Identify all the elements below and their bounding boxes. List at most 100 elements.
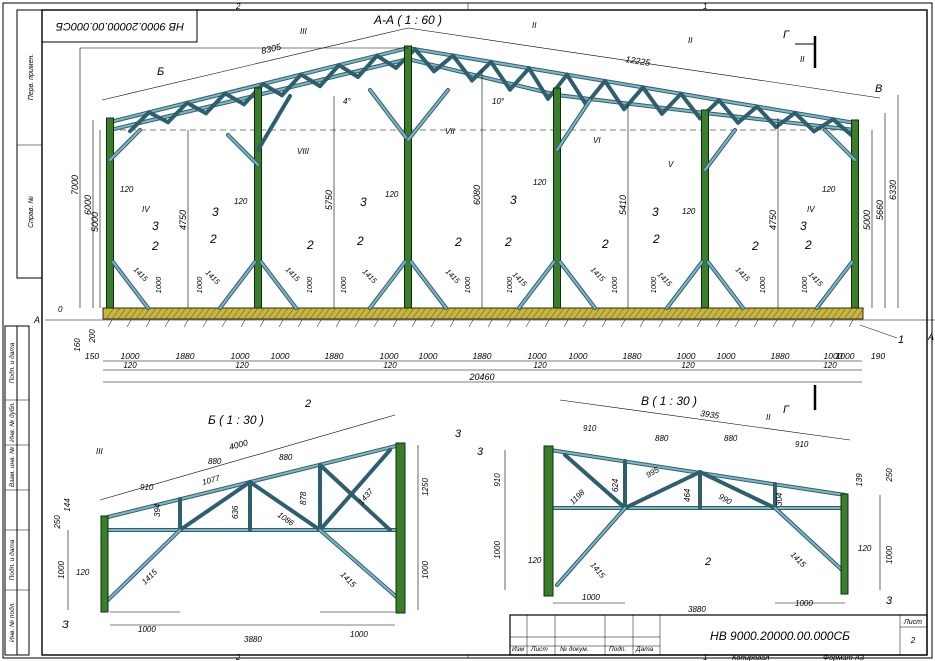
ground-tick (677, 319, 683, 328)
hatch-line (723, 307, 733, 320)
view-v-dimension-lines (504, 399, 881, 616)
rafter-web-member (261, 82, 284, 98)
view-v-mark-3-left: 3 (477, 446, 484, 458)
hatch-line (573, 307, 583, 320)
height-6000: 6000 (83, 195, 93, 215)
hatch-line (717, 307, 727, 320)
hatch-line (147, 307, 157, 320)
ground-tick (449, 319, 455, 328)
rafter-web-member (755, 104, 778, 130)
view-b-dim-1077: 1077 (201, 473, 221, 486)
view-v-dim-1198: 1198 (568, 487, 587, 506)
hatch-line (153, 307, 163, 320)
node-mark-v: V (668, 160, 674, 169)
rafter-web-member (546, 72, 569, 101)
view-b-dim-880a: 880 (208, 457, 222, 466)
hatch-line (567, 307, 577, 320)
ground-tick (278, 319, 284, 328)
rafter-web-member (793, 110, 816, 134)
view-v-dim-990: 990 (717, 492, 734, 507)
rafter-web-member (470, 59, 493, 83)
hatch-line (693, 307, 703, 320)
hatch-line (357, 307, 367, 320)
brace-height: 1000 (195, 276, 204, 294)
hatch-line (387, 307, 397, 320)
foundation-hatch (105, 307, 865, 320)
hatch-line (453, 307, 463, 320)
view-v-mark-2: 2 (704, 556, 711, 568)
hatch-line (783, 307, 793, 320)
offset-120-2: 120 (234, 197, 248, 206)
rafter-web-member (831, 117, 854, 138)
view-v-brace-1415b: 1415 (789, 550, 808, 569)
section-mark-v: В (875, 83, 882, 95)
main-dimension-lines (45, 27, 935, 383)
rafter-web-member (508, 66, 531, 92)
ground-tick (506, 319, 512, 328)
hatch-line (471, 307, 481, 320)
bottom-dim-value: 1880 (623, 351, 642, 361)
inner-frame (41, 9, 928, 656)
hatch-line (255, 307, 265, 320)
steel-columns (106, 45, 859, 309)
offset-120-3: 120 (385, 190, 399, 199)
view-v-dim-120-left: 120 (528, 556, 542, 565)
ground-tick (164, 319, 170, 328)
view-b-dim-910: 910 (140, 483, 154, 492)
hatch-line (381, 307, 391, 320)
height-5000-right: 5000 (862, 210, 872, 230)
hatch-line (825, 307, 835, 320)
bottom-dim-value: 150 (85, 351, 99, 361)
section-mark-g: Г (783, 29, 790, 41)
ground-tick (753, 319, 759, 328)
hatch-line (285, 307, 295, 320)
node-mark-ii-1: II (532, 21, 537, 30)
rafter-web-member (318, 63, 341, 89)
hatch-line (849, 307, 859, 320)
hatch-line (759, 307, 769, 320)
dim-top-right: 12225 (625, 54, 652, 68)
node-mark-ii-3: II (800, 55, 805, 64)
brace-height: 1000 (800, 276, 809, 294)
hatch-line (249, 307, 259, 320)
hatch-line (795, 307, 805, 320)
rafter-web-member (489, 59, 512, 92)
view-v-dim-1000-right: 1000 (885, 546, 894, 564)
view-v-dim-120-right: 120 (858, 544, 872, 553)
hatch-line (543, 307, 553, 320)
hatch-line (405, 307, 415, 320)
brace-height: 1000 (154, 276, 163, 294)
hatch-line (207, 307, 217, 320)
part-label-2: 2 (306, 238, 314, 252)
rafter-web-member (128, 110, 151, 134)
hatch-line (525, 307, 535, 320)
hatch-line (189, 307, 199, 320)
rafter-web-member (413, 47, 436, 74)
view-b-dim-636: 636 (231, 505, 240, 519)
left-strip-label-6: Подп. и дата (8, 539, 16, 580)
bottom-dim-value: 1000 (419, 351, 438, 361)
hatch-line (123, 307, 133, 320)
brace-height: 1000 (505, 276, 514, 294)
hatch-line (639, 307, 649, 320)
view-v-mark-3-right: 3 (886, 595, 893, 607)
height-5750: 5750 (324, 190, 334, 210)
hatch-line (597, 307, 607, 320)
ground-tick (525, 319, 531, 328)
rafter-web-member (527, 66, 550, 101)
leader-1-line (859, 324, 898, 339)
view-b-dim-880b: 880 (279, 453, 293, 462)
hatch-line (489, 307, 499, 320)
tb-header-date: Дата (635, 646, 654, 653)
ground-tick (487, 319, 493, 328)
hatch-line (669, 307, 679, 320)
ground-tick (221, 319, 227, 328)
view-v-mark-g: Г (783, 404, 790, 416)
node-mark-vii: VII (445, 127, 456, 136)
hatch-line (609, 307, 619, 320)
hatch-line (687, 307, 697, 320)
rafter-web-member (375, 53, 398, 70)
left-strip-label-2: Справ. № (28, 196, 35, 228)
angle-left: 4° (343, 97, 351, 106)
